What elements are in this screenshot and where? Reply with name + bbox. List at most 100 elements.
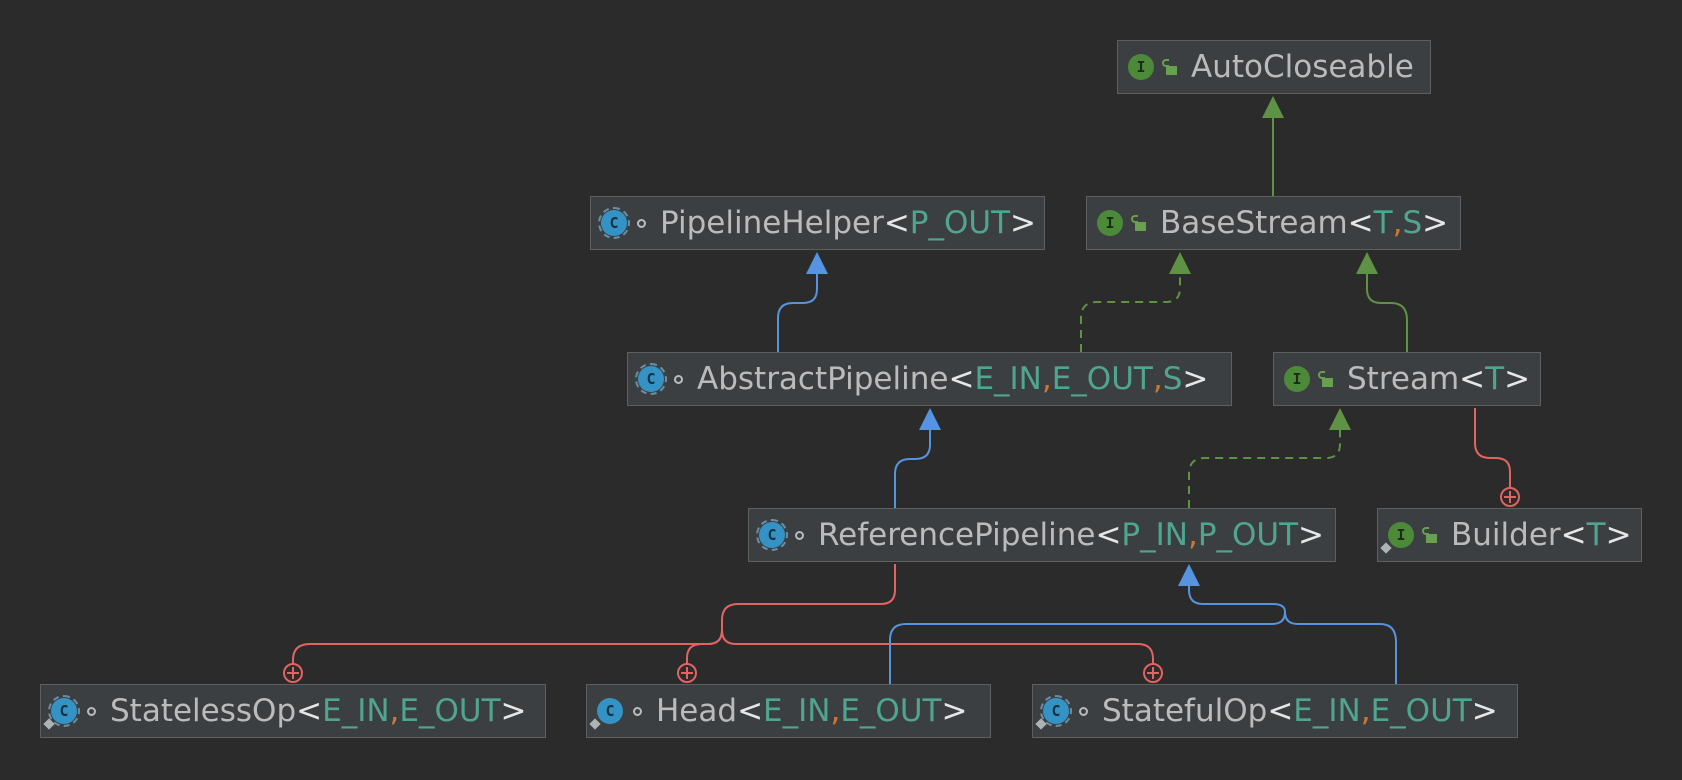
- package-private-icon: [1079, 706, 1088, 716]
- edge-referencepipeline-stream: [1188, 428, 1341, 508]
- node-autocloseable[interactable]: I AutoCloseable: [1117, 40, 1431, 94]
- abstract-class-icon: C: [635, 363, 667, 395]
- close-bracket: >: [1182, 361, 1209, 397]
- comma: ,: [1392, 205, 1403, 241]
- close-bracket: >: [1471, 693, 1498, 729]
- type-param: E_OUT: [1051, 361, 1153, 397]
- package-private-icon: [633, 706, 642, 716]
- node-name: Head: [656, 693, 738, 729]
- open-bracket: <: [1459, 361, 1486, 397]
- node-name: Builder: [1451, 517, 1561, 553]
- open-bracket: <: [1347, 205, 1374, 241]
- open-bracket: <: [1560, 517, 1587, 553]
- type-param: E_IN: [974, 361, 1042, 397]
- package-private-icon: [795, 530, 804, 540]
- edge-referencepipeline-abstractpipeline: [894, 428, 931, 508]
- type-param: E_OUT: [840, 693, 942, 729]
- static-interface-icon: I: [1388, 522, 1414, 548]
- arrowhead-autocloseable: [1262, 96, 1284, 118]
- open-bracket: <: [1095, 517, 1122, 553]
- arrowhead-abstractpipeline: [919, 408, 941, 430]
- comma: ,: [1041, 361, 1052, 397]
- edge-statefulop-nested: [721, 629, 1154, 664]
- edge-head-referencepipeline: [889, 611, 1286, 684]
- type-param: P_OUT: [909, 205, 1011, 241]
- type-param: T: [1485, 361, 1505, 397]
- edge-head-nested: [686, 629, 723, 664]
- close-bracket: >: [500, 693, 527, 729]
- node-name: Stream: [1347, 361, 1460, 397]
- abstract-class-icon: C: [756, 519, 788, 551]
- type-param: E_OUT: [1370, 693, 1472, 729]
- type-param: P_OUT: [1197, 517, 1299, 553]
- interface-icon: I: [1284, 366, 1310, 392]
- interface-icon: I: [1097, 210, 1123, 236]
- type-param: S: [1162, 361, 1183, 397]
- nested-marker-statelessop-cross: [287, 667, 299, 679]
- comma: ,: [1187, 517, 1198, 553]
- node-basestream[interactable]: I BaseStream<T, S>: [1086, 196, 1461, 250]
- abstract-class-icon: C: [598, 207, 630, 239]
- interface-icon: I: [1128, 54, 1154, 80]
- public-lock-icon: [1422, 527, 1437, 543]
- arrowhead-basestream-implements: [1169, 252, 1191, 274]
- edge-builder-stream-nested: [1474, 408, 1511, 488]
- type-param: E_OUT: [399, 693, 501, 729]
- arrowhead-stream-implements: [1329, 408, 1351, 430]
- edge-statelessop-nested: [292, 629, 723, 664]
- node-name: BaseStream: [1160, 205, 1348, 241]
- type-param: E_IN: [1293, 693, 1361, 729]
- close-bracket: >: [941, 693, 968, 729]
- package-private-icon: [87, 706, 96, 716]
- close-bracket: >: [1010, 205, 1037, 241]
- node-name: AbstractPipeline: [697, 361, 949, 397]
- edge-statefulop-referencepipeline: [1188, 584, 1397, 684]
- node-abstractpipeline[interactable]: C AbstractPipeline<E_IN, E_OUT, S>: [627, 352, 1232, 406]
- type-param: S: [1402, 205, 1423, 241]
- package-private-icon: [674, 374, 683, 384]
- arrowhead-basestream-extends: [1356, 252, 1378, 274]
- open-bracket: <: [296, 693, 323, 729]
- nested-marker-head-cross: [681, 667, 693, 679]
- edge-abstractpipeline-basestream: [1080, 272, 1181, 352]
- type-param: T: [1586, 517, 1606, 553]
- nested-marker-builder-cross: [1504, 491, 1516, 503]
- comma: ,: [1152, 361, 1163, 397]
- comma: ,: [1360, 693, 1371, 729]
- type-param: E_IN: [763, 693, 831, 729]
- open-bracket: <: [883, 205, 910, 241]
- close-bracket: >: [1422, 205, 1449, 241]
- open-bracket: <: [737, 693, 764, 729]
- node-name: StatelessOp: [110, 693, 297, 729]
- node-name: StatefulOp: [1102, 693, 1268, 729]
- node-stream[interactable]: I Stream<T>: [1273, 352, 1541, 406]
- edge-stream-basestream: [1366, 272, 1408, 352]
- open-bracket: <: [948, 361, 975, 397]
- comma: ,: [389, 693, 400, 729]
- node-pipelinehelper[interactable]: C PipelineHelper<P_OUT>: [590, 196, 1045, 250]
- public-lock-icon: [1318, 371, 1333, 387]
- close-bracket: >: [1298, 517, 1325, 553]
- nested-marker-statefulop-cross: [1147, 667, 1159, 679]
- static-class-icon: C: [597, 698, 623, 724]
- node-head[interactable]: C Head<E_IN, E_OUT>: [586, 684, 991, 738]
- type-param: P_IN: [1121, 517, 1188, 553]
- open-bracket: <: [1267, 693, 1294, 729]
- node-statefulop[interactable]: C StatefulOp<E_IN, E_OUT>: [1032, 684, 1518, 738]
- package-private-icon: [637, 218, 646, 228]
- node-referencepipeline[interactable]: C ReferencePipeline<P_IN, P_OUT>: [748, 508, 1336, 562]
- node-name: ReferencePipeline: [818, 517, 1096, 553]
- node-builder[interactable]: I Builder<T>: [1377, 508, 1642, 562]
- static-abstract-class-icon: C: [1040, 695, 1072, 727]
- edge-inner-classes-nested-trunk: [721, 564, 896, 630]
- close-bracket: >: [1605, 517, 1632, 553]
- static-abstract-class-icon: C: [48, 695, 80, 727]
- public-lock-icon: [1131, 215, 1146, 231]
- type-param: T: [1373, 205, 1393, 241]
- comma: ,: [830, 693, 841, 729]
- node-statelessop[interactable]: C StatelessOp<E_IN, E_OUT>: [40, 684, 546, 738]
- arrowhead-referencepipeline: [1178, 564, 1200, 586]
- node-name: AutoCloseable: [1191, 49, 1414, 85]
- type-param: E_IN: [322, 693, 390, 729]
